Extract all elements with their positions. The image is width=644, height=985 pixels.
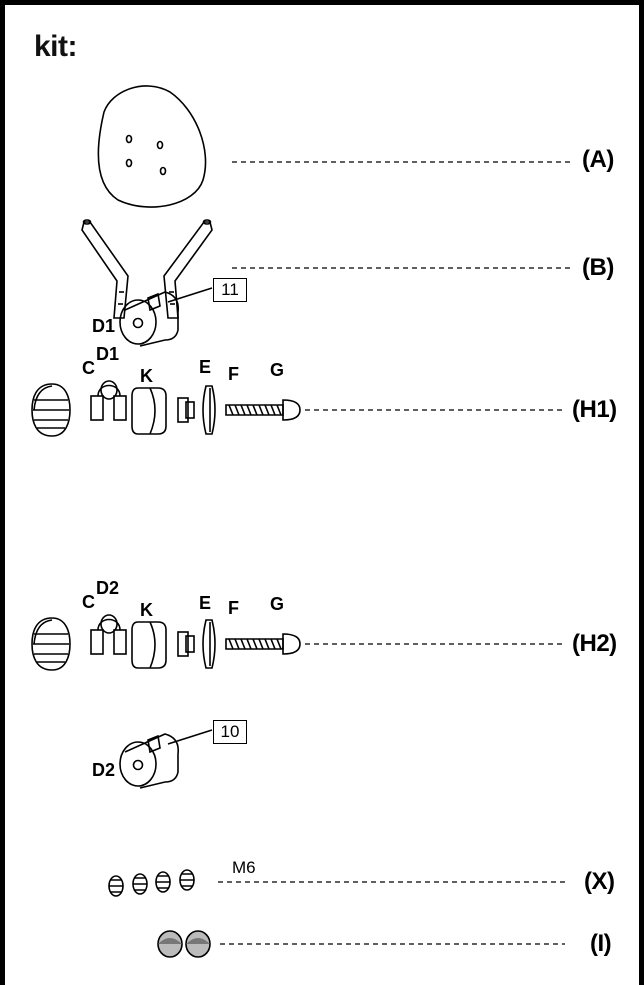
label-d2-h2: D2	[96, 578, 120, 598]
label-f-h2: F	[228, 598, 239, 618]
set-screws-part-x	[108, 869, 195, 897]
ref-label-h1: (H1)	[572, 396, 617, 423]
label-c-h2: C	[82, 592, 95, 612]
label-g-h1: G	[270, 360, 285, 380]
label-d1-detail: D1	[92, 316, 116, 336]
ref-label-i: (I)	[590, 930, 612, 957]
ref-label-x: (X)	[584, 868, 615, 895]
bushing-d2-detail	[119, 729, 213, 789]
label-g-h2: G	[270, 594, 285, 614]
label-e-h2: E	[199, 593, 212, 613]
label-k-h1: K	[140, 366, 153, 386]
seat-shell-part-a	[97, 85, 207, 208]
caps-part-i	[157, 930, 211, 958]
label-e-h1: E	[199, 357, 212, 377]
label-d1-h1: D1	[96, 344, 120, 364]
ref-label-h2: (H2)	[572, 630, 617, 657]
callout-11: 11	[213, 278, 247, 302]
hardware-set-h2	[31, 614, 301, 671]
callout-10: 10	[213, 720, 247, 744]
hardware-set-h1	[31, 380, 301, 437]
kit-title: kit:	[34, 30, 78, 63]
bracket-pair-part-b	[81, 219, 213, 319]
thread-size-label: M6	[232, 858, 256, 877]
ref-label-b: (B)	[582, 254, 614, 281]
label-c-h1: C	[82, 358, 95, 378]
label-k-h2: K	[140, 600, 153, 620]
label-f-h1: F	[228, 364, 239, 384]
label-d2-detail: D2	[92, 760, 116, 780]
bushing-d1-detail	[119, 287, 213, 347]
ref-label-a: (A)	[582, 146, 614, 173]
